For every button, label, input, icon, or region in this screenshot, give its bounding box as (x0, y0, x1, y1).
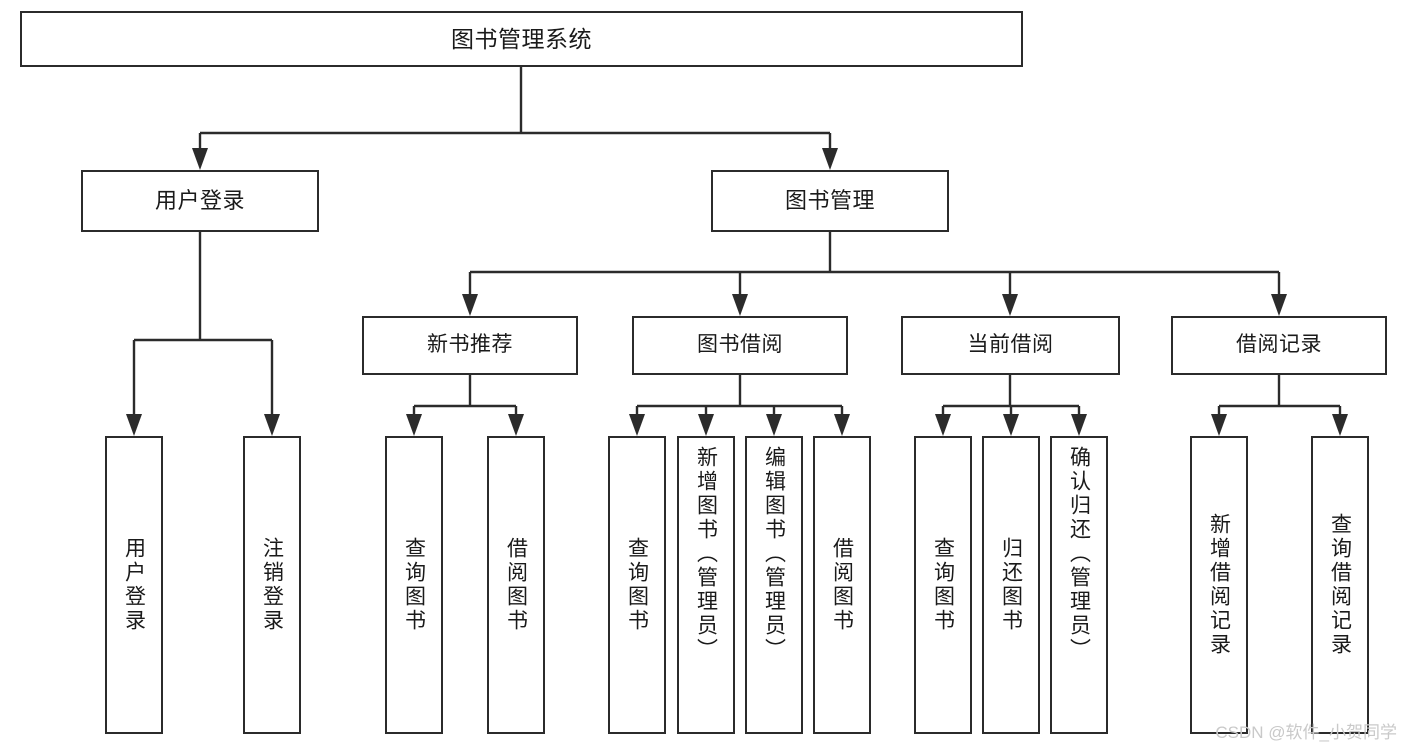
node-leaf-logout-login[interactable]: 注销登录 (243, 436, 301, 734)
node-leaf-borrow-book-rec-label: 借阅图书 (504, 537, 528, 633)
node-new-book-recommend[interactable]: 新书推荐 (362, 316, 578, 375)
node-leaf-confirm-return-admin-label: 确认归还（管理员） (1067, 446, 1091, 662)
node-leaf-query-book-rec-label: 查询图书 (402, 537, 426, 633)
connector-new-book-recommend-to-leaves (406, 375, 524, 436)
node-leaf-borrow-book[interactable]: 借阅图书 (813, 436, 871, 734)
node-borrow-record-label: 借阅记录 (1236, 333, 1322, 357)
node-leaf-query-book-borrow-label: 查询图书 (625, 537, 649, 633)
node-leaf-return-book[interactable]: 归还图书 (982, 436, 1040, 734)
node-book-borrow[interactable]: 图书借阅 (632, 316, 848, 375)
node-leaf-query-borrow-record[interactable]: 查询借阅记录 (1311, 436, 1369, 734)
node-leaf-add-book-admin-label: 新增图书（管理员） (694, 446, 718, 662)
node-leaf-edit-book-admin[interactable]: 编辑图书（管理员） (745, 436, 803, 734)
connector-current-borrow-to-leaves (935, 375, 1087, 436)
node-user-login[interactable]: 用户登录 (81, 170, 319, 232)
csdn-watermark: CSDN @软件_小贺同学 (1215, 723, 1397, 742)
node-leaf-confirm-return-admin[interactable]: 确认归还（管理员） (1050, 436, 1108, 734)
node-leaf-query-borrow-record-label: 查询借阅记录 (1328, 513, 1352, 657)
node-book-manage[interactable]: 图书管理 (711, 170, 949, 232)
connector-book-borrow-to-leaves (629, 375, 850, 436)
connector-root-to-level1 (192, 67, 838, 170)
node-book-borrow-label: 图书借阅 (697, 333, 783, 357)
node-leaf-borrow-book-label: 借阅图书 (830, 537, 854, 633)
node-user-login-label: 用户登录 (154, 188, 245, 214)
node-leaf-query-book-cur[interactable]: 查询图书 (914, 436, 972, 734)
node-leaf-add-borrow-record[interactable]: 新增借阅记录 (1190, 436, 1248, 734)
node-leaf-add-borrow-record-label: 新增借阅记录 (1207, 513, 1231, 657)
node-current-borrow-label: 当前借阅 (967, 333, 1054, 357)
node-leaf-user-login-label: 用户登录 (122, 537, 146, 633)
node-current-borrow[interactable]: 当前借阅 (901, 316, 1120, 375)
node-new-book-recommend-label: 新书推荐 (427, 333, 513, 357)
node-leaf-user-login[interactable]: 用户登录 (105, 436, 163, 734)
node-root-label: 图书管理系统 (451, 25, 592, 52)
node-root[interactable]: 图书管理系统 (20, 11, 1023, 67)
connector-book-manage-to-level2 (462, 232, 1287, 316)
node-leaf-query-book-cur-label: 查询图书 (931, 537, 955, 633)
node-leaf-return-book-label: 归还图书 (999, 537, 1023, 633)
node-borrow-record[interactable]: 借阅记录 (1171, 316, 1387, 375)
connector-user-login-to-leaves (126, 232, 280, 436)
node-leaf-query-book-borrow[interactable]: 查询图书 (608, 436, 666, 734)
node-leaf-query-book-rec[interactable]: 查询图书 (385, 436, 443, 734)
node-leaf-logout-login-label: 注销登录 (260, 537, 284, 633)
node-book-manage-label: 图书管理 (784, 188, 875, 214)
node-leaf-borrow-book-rec[interactable]: 借阅图书 (487, 436, 545, 734)
node-leaf-add-book-admin[interactable]: 新增图书（管理员） (677, 436, 735, 734)
connector-borrow-record-to-leaves (1211, 375, 1348, 436)
node-leaf-edit-book-admin-label: 编辑图书（管理员） (762, 446, 786, 662)
